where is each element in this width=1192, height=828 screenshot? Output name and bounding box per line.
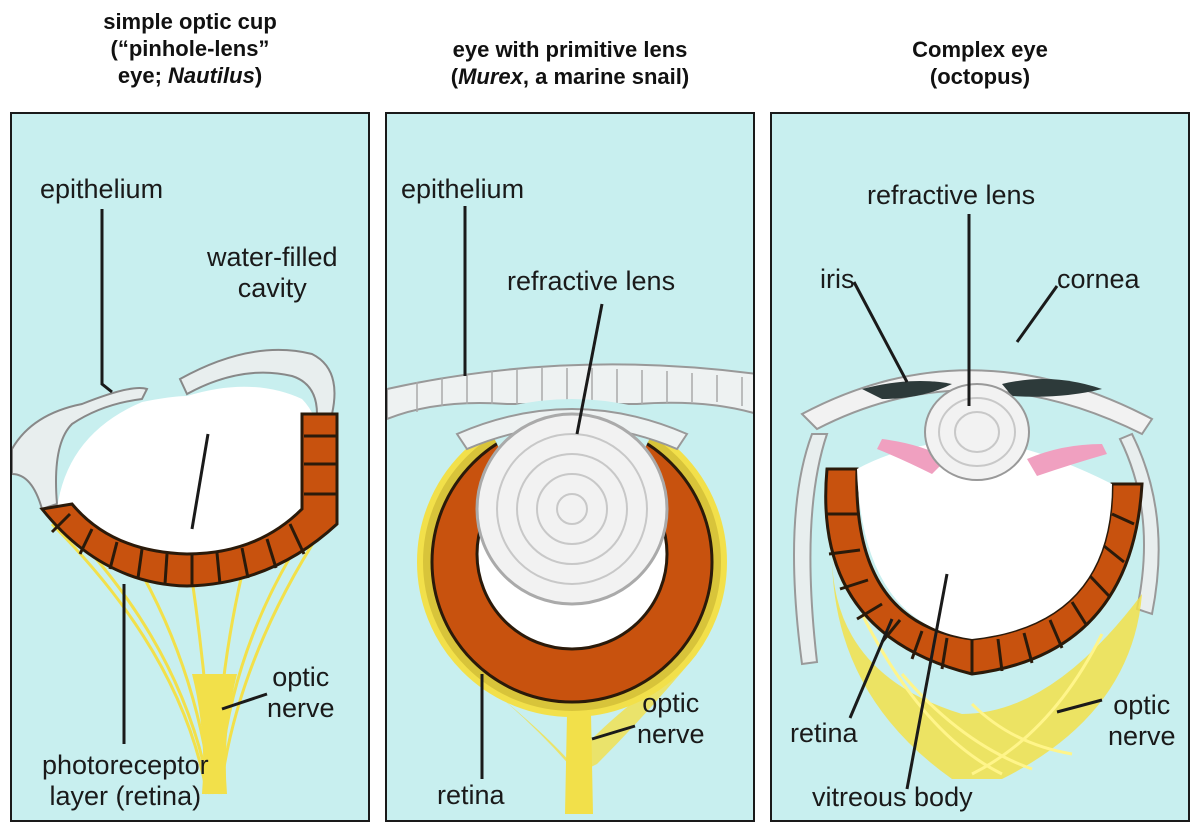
epithelium-left xyxy=(794,434,827,664)
optic-nerve-stalk xyxy=(565,714,593,814)
heading-complex-eye: Complex eye (octopus) xyxy=(770,36,1190,90)
heading-text: ) xyxy=(255,63,262,88)
label-epithelium: epithelium xyxy=(40,174,163,205)
panel-pinhole-eye: epithelium water-filled cavity optic ner… xyxy=(10,112,370,822)
label-refractive-lens: refractive lens xyxy=(507,266,675,297)
label-cornea: cornea xyxy=(1057,264,1140,295)
label-line: water-filled xyxy=(207,242,338,273)
skin-surface xyxy=(772,114,1190,379)
label-retina: retina xyxy=(437,780,505,811)
label-vitreous-body: vitreous body xyxy=(812,782,973,813)
label-line: layer (retina) xyxy=(42,781,209,812)
heading-line: (Murex, a marine snail) xyxy=(385,63,755,90)
heading-primitive-lens-eye: eye with primitive lens (Murex, a marine… xyxy=(385,36,755,90)
label-line: nerve xyxy=(1108,721,1176,752)
label-line: nerve xyxy=(267,693,335,724)
label-line: cavity xyxy=(207,273,338,304)
label-epithelium: epithelium xyxy=(401,174,524,205)
refractive-lens xyxy=(477,414,667,604)
panel-primitive-lens-eye: epithelium refractive lens optic nerve r… xyxy=(385,112,755,822)
heading-line: (“pinhole-lens” xyxy=(10,35,370,62)
heading-line: eye with primitive lens xyxy=(385,36,755,63)
heading-text: eye; xyxy=(118,63,168,88)
label-optic-nerve: optic nerve xyxy=(1108,690,1176,752)
label-line: optic xyxy=(1108,690,1176,721)
heading-line: (octopus) xyxy=(770,63,1190,90)
heading-line: Complex eye xyxy=(770,36,1190,63)
label-line: optic xyxy=(267,662,335,693)
label-optic-nerve: optic nerve xyxy=(267,662,335,724)
label-refractive-lens: refractive lens xyxy=(867,180,1035,211)
heading-text: , a marine snail) xyxy=(523,64,689,89)
heading-species: Murex xyxy=(458,64,523,89)
label-line: photoreceptor xyxy=(42,750,209,781)
label-water-filled-cavity: water-filled cavity xyxy=(207,242,338,304)
heading-line: simple optic cup xyxy=(10,8,370,35)
label-iris: iris xyxy=(820,264,855,295)
panel-complex-eye: refractive lens iris cornea retina optic… xyxy=(770,112,1190,822)
label-retina: retina xyxy=(790,718,858,749)
label-line: optic xyxy=(637,688,705,719)
heading-line: eye; Nautilus) xyxy=(10,62,370,89)
label-optic-nerve: optic nerve xyxy=(637,688,705,750)
heading-pinhole-eye: simple optic cup (“pinhole-lens” eye; Na… xyxy=(10,8,370,89)
heading-text: ( xyxy=(451,64,458,89)
label-photoreceptor-layer: photoreceptor layer (retina) xyxy=(42,750,209,812)
label-line: nerve xyxy=(637,719,705,750)
heading-species: Nautilus xyxy=(168,63,255,88)
